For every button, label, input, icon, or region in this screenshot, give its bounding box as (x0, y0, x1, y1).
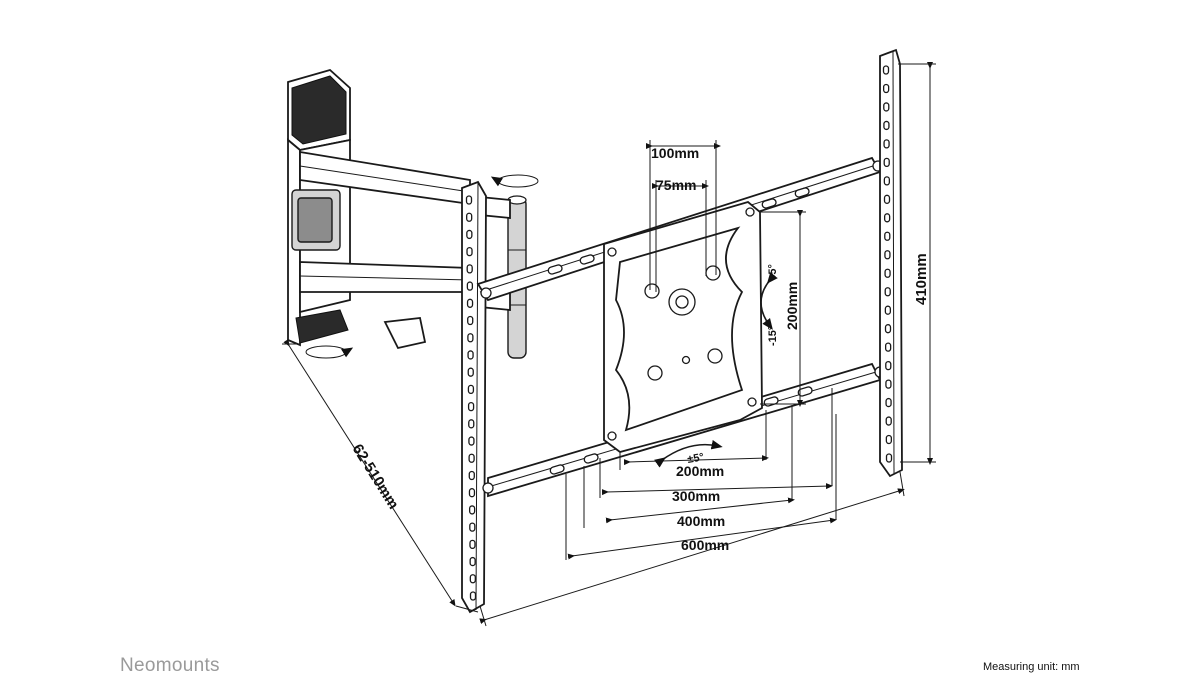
bracket-slot (885, 434, 893, 445)
label-300mm: 300mm (672, 488, 720, 504)
bracket-slot (467, 350, 474, 360)
bracket-slot (466, 264, 473, 274)
bracket-slot (884, 324, 892, 334)
bracket-slot (882, 65, 890, 75)
bracket-slot (467, 384, 475, 395)
bracket-slot (883, 194, 891, 204)
bracket-slot (469, 539, 476, 549)
label-62-510mm: 62-510mm (349, 441, 402, 512)
bracket-slot (468, 453, 475, 463)
bracket-slot (884, 305, 892, 315)
label-rotation: ±5° (686, 451, 704, 466)
bracket-slot (885, 379, 892, 389)
bracket-slot (467, 315, 474, 326)
tilt-indicator (760, 272, 778, 330)
bracket-slot (884, 231, 891, 241)
label-75mm: 75mm (656, 177, 696, 193)
bracket-slot (883, 102, 890, 112)
bracket-slot (468, 488, 476, 498)
swivel-indicator-bottom (305, 345, 354, 359)
label-600mm: 600mm (681, 537, 729, 553)
bracket-slot (883, 120, 890, 131)
bracket-slot (468, 470, 475, 481)
bracket-slot (466, 298, 474, 308)
right-tv-bracket (879, 48, 903, 478)
label-400mm: 400mm (677, 513, 725, 529)
bracket-slot (468, 419, 475, 429)
vesa-adapter-plate (603, 201, 763, 453)
bracket-slot (465, 195, 473, 205)
bracket-slot (468, 436, 475, 446)
bracket-slot (468, 505, 476, 515)
bracket-slot (466, 229, 473, 240)
label-410mm: 410mm (913, 253, 930, 305)
bracket-slot (884, 287, 891, 297)
bracket-slot (883, 176, 891, 186)
bracket-slot (882, 83, 890, 94)
bracket-slot (467, 401, 475, 412)
bracket-slot (469, 556, 476, 567)
left-tv-bracket (461, 180, 487, 614)
rotation-indicator (654, 439, 723, 468)
bracket-slot (467, 333, 474, 343)
bracket-slot (884, 342, 892, 352)
brand-logo: Neomounts (120, 655, 220, 676)
bracket-slot (885, 360, 892, 371)
bracket-slot (469, 522, 476, 532)
label-200mm: 200mm (676, 463, 724, 479)
bracket-slot (883, 157, 890, 168)
bracket-slot (469, 591, 477, 601)
label-200mm-vertical: 200mm (784, 282, 800, 330)
bracket-slot (466, 247, 473, 257)
label-tilt-down: -15° (767, 326, 779, 346)
bracket-slot (467, 367, 474, 377)
bracket-slot (885, 453, 893, 463)
bracket-slot (883, 139, 890, 149)
bracket-slot (469, 574, 476, 584)
bracket-slot (466, 212, 473, 222)
swivel-indicator-top (490, 174, 539, 188)
bracket-slot (466, 281, 474, 291)
label-100mm: 100mm (651, 145, 699, 161)
bracket-slot (884, 268, 891, 278)
measuring-unit-note: Measuring unit: mm (983, 661, 1080, 673)
bracket-slot (884, 250, 891, 260)
bracket-slot (885, 397, 892, 408)
bracket-slot (883, 213, 891, 223)
label-tilt-up: +5° (767, 264, 779, 281)
bracket-slot (885, 416, 892, 426)
